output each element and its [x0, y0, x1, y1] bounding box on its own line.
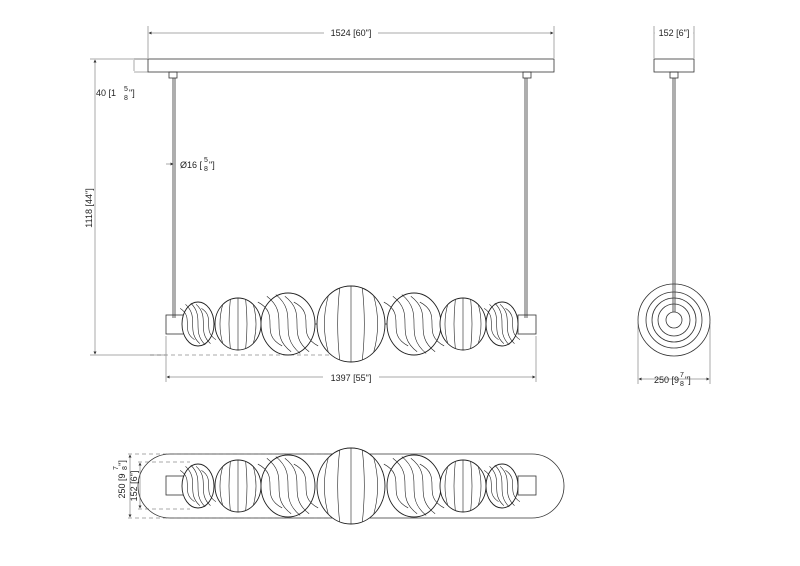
- canopy-length-dimension: 1524 [60"]: [147, 26, 555, 58]
- fixture-length-dimension: 1397 [55"]: [165, 336, 537, 383]
- fixture-depth-dimension: 250 [9 7 8 "]: [637, 322, 711, 388]
- rod-diameter-label: Ø16 [: [180, 160, 203, 170]
- svg-text:8: 8: [680, 381, 684, 388]
- front-elevation: 1524 [60"] 40 [1 5 8 "] Ø16 [ 5 8 "]: [84, 26, 555, 383]
- canopy: [147, 58, 555, 73]
- svg-text:7: 7: [680, 372, 684, 379]
- plan-depth-dimension: 250 [9 7 8 "]: [113, 454, 132, 518]
- canopy-height-dimension: 40 [1 5 8 "]: [96, 58, 148, 102]
- canopy-width-label: 152 [6"]: [659, 28, 690, 38]
- svg-text:5: 5: [124, 86, 128, 93]
- plan-globe-6: [439, 459, 487, 513]
- plan-globe-5: [383, 454, 445, 518]
- plan-globe-chain: [179, 447, 521, 525]
- front-globe-5: [383, 292, 445, 356]
- front-globe-2: [214, 297, 262, 351]
- plan-globe-4: [316, 447, 386, 525]
- side-canopy: [653, 58, 695, 73]
- front-globe-6: [439, 297, 487, 351]
- plan-globe-1: [179, 463, 217, 509]
- front-globe-4: [316, 285, 386, 363]
- svg-text:"]: "]: [117, 460, 127, 466]
- svg-text:5: 5: [204, 157, 208, 164]
- plan-width-dimension: 152 [6"]: [129, 462, 142, 509]
- svg-text:"]: "]: [209, 160, 215, 170]
- plan-view: 250 [9 7 8 "] 152 [6"]: [113, 447, 565, 525]
- side-disc: [637, 283, 711, 357]
- front-globe-7: [483, 301, 521, 347]
- svg-text:7: 7: [113, 466, 120, 470]
- canopy-width-dimension: 152 [6"]: [653, 26, 695, 58]
- fixture-depth-label: 250 [9: [654, 375, 679, 385]
- globe-chain: [179, 285, 521, 363]
- canopy-height-label: 40 [1: [96, 88, 116, 98]
- svg-text:"]: "]: [129, 88, 135, 98]
- svg-text:"]: "]: [685, 375, 691, 385]
- svg-text:8: 8: [204, 166, 208, 173]
- plan-width-label: 152 [6"]: [129, 471, 139, 502]
- plan-depth-label: 250 [9: [117, 473, 127, 498]
- plan-globe-2: [214, 459, 262, 513]
- front-globe-3: [257, 292, 319, 356]
- svg-text:8: 8: [122, 466, 129, 470]
- svg-text:8: 8: [124, 95, 128, 102]
- overall-height-dimension: 1118 [44"]: [84, 58, 165, 356]
- fixture-length-label: 1397 [55"]: [331, 373, 372, 383]
- side-elevation: 152 [6"] 250 [9 7 8 "]: [637, 26, 711, 388]
- rod-diameter-dimension: Ø16 [ 5 8 "]: [166, 157, 215, 173]
- front-globe-1: [179, 301, 217, 347]
- canopy-length-label: 1524 [60"]: [331, 28, 372, 38]
- overall-height-label: 1118 [44"]: [84, 188, 94, 227]
- plan-globe-3: [257, 454, 319, 518]
- plan-outline: [137, 453, 565, 519]
- plan-globe-7: [483, 463, 521, 509]
